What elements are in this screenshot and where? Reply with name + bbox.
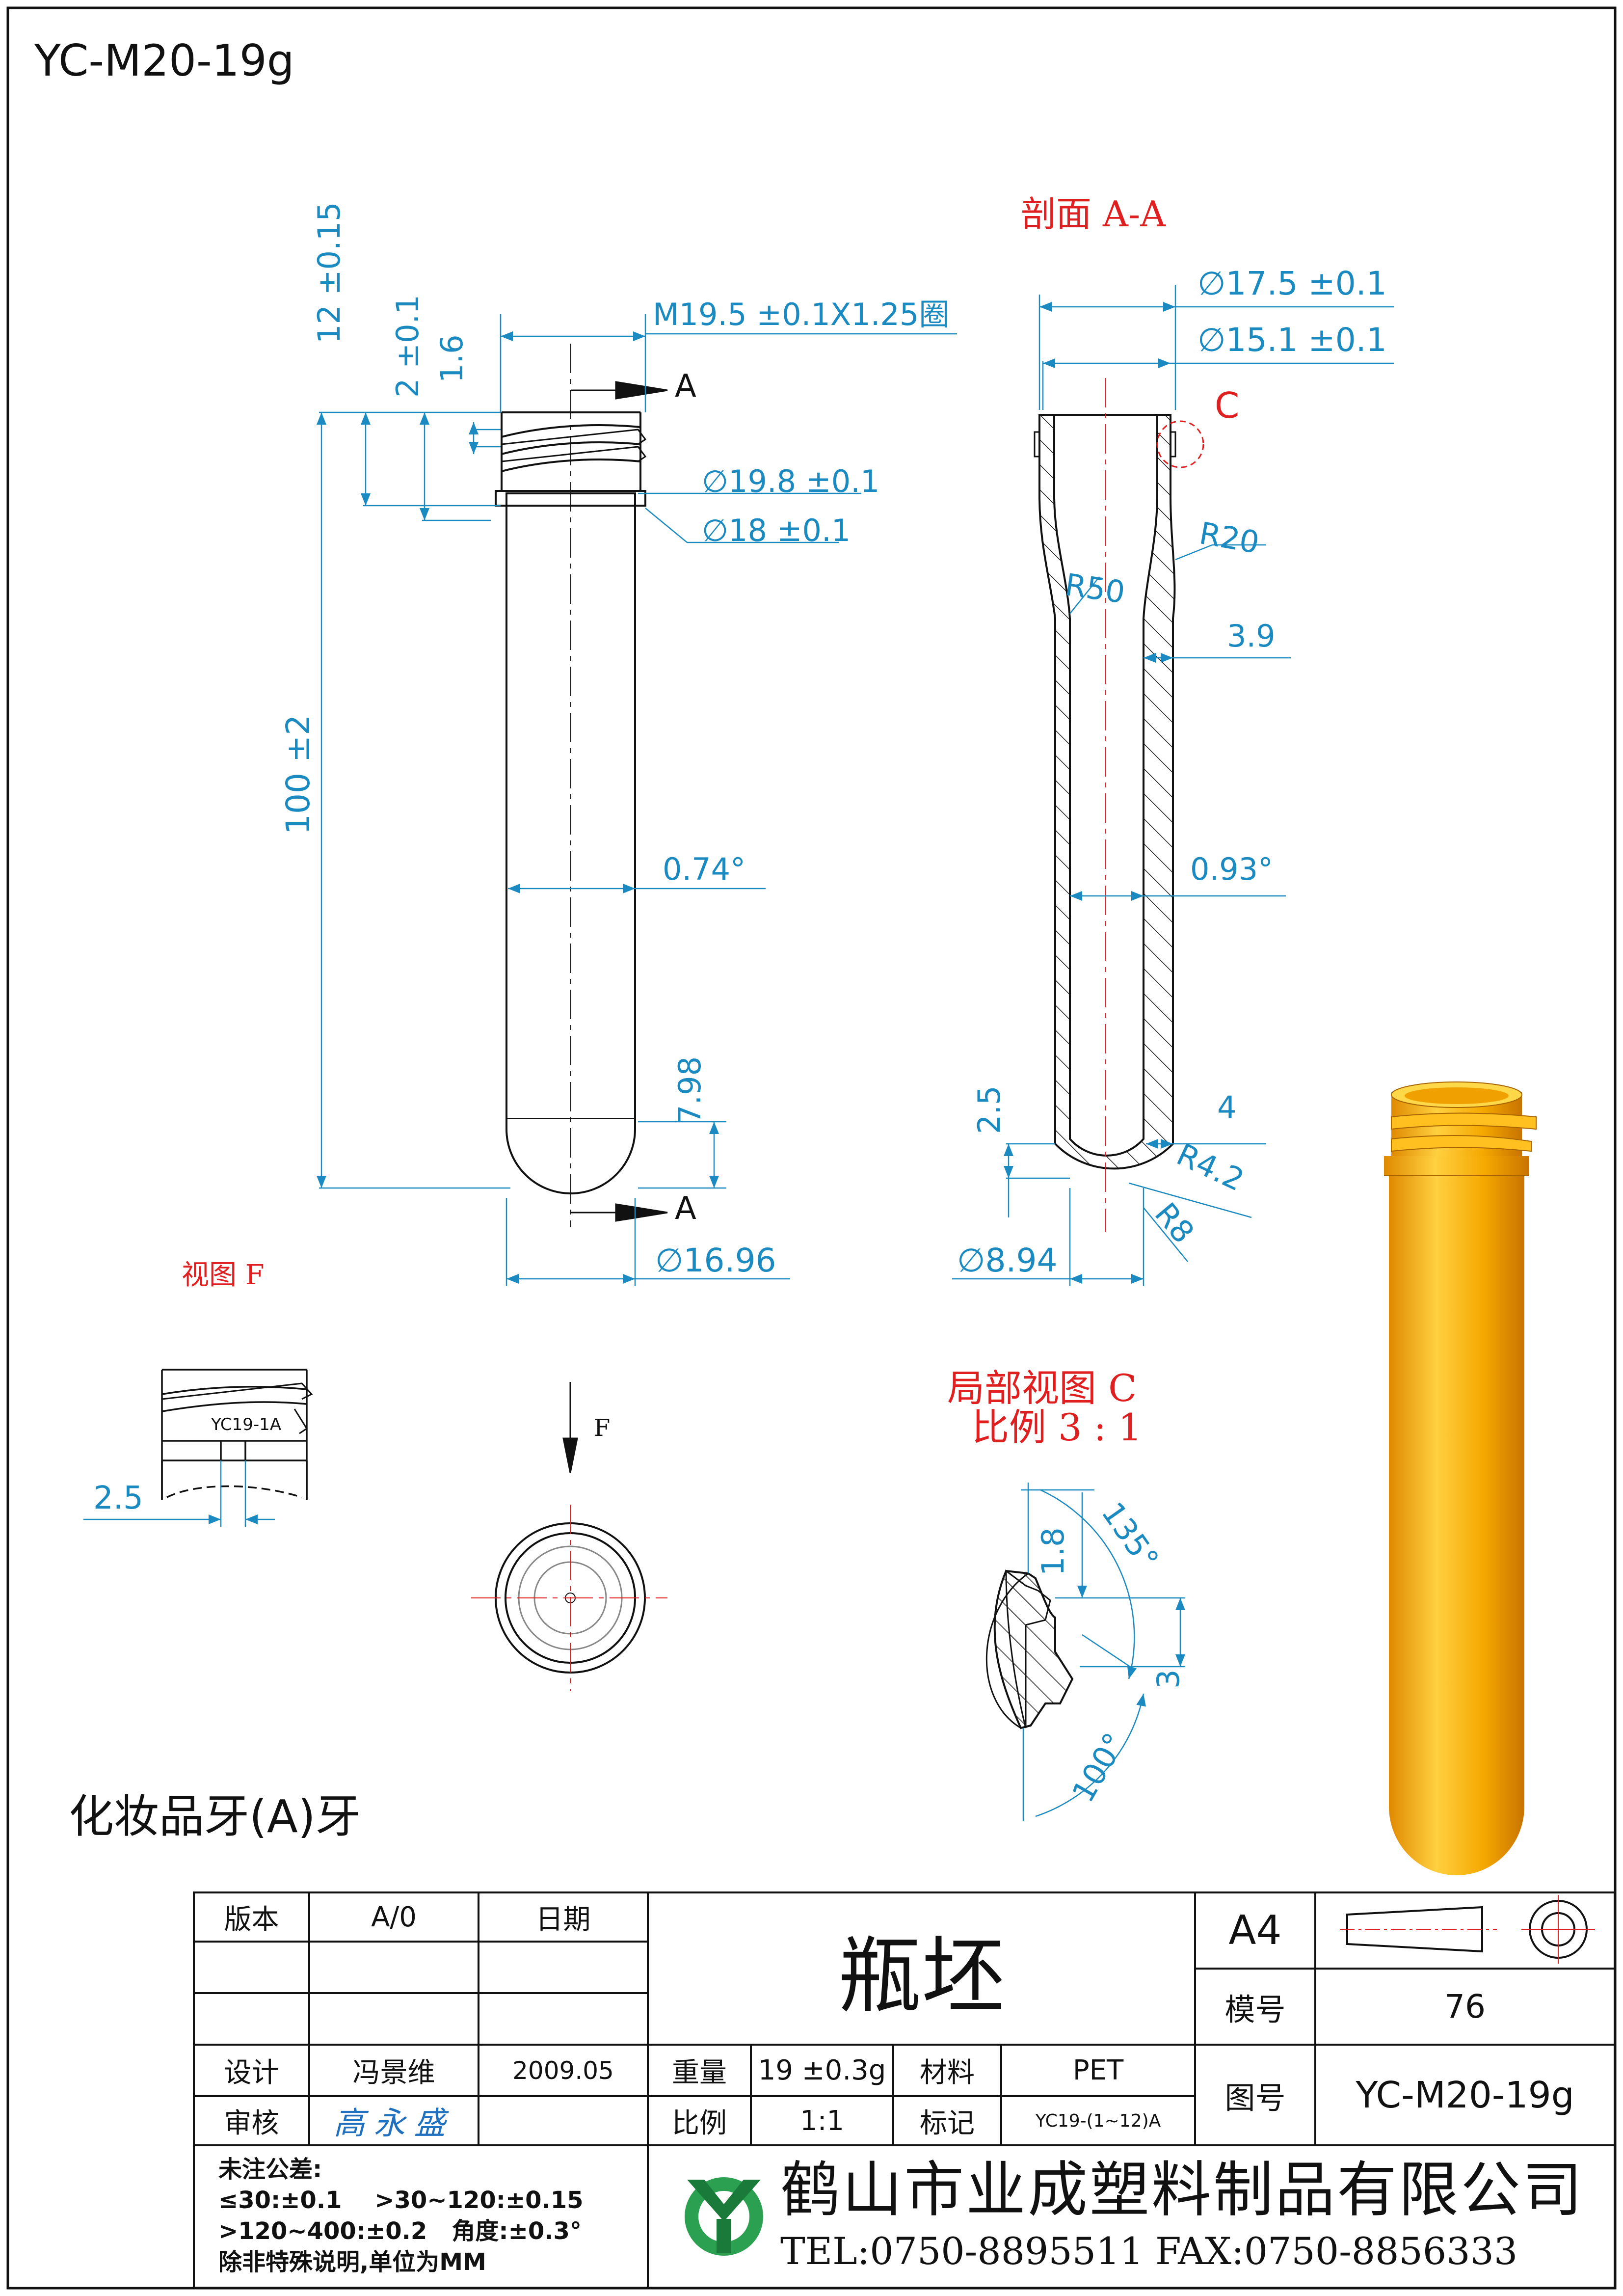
- detail-title: 局部视图 C: [947, 1366, 1137, 1410]
- thread-stamp: YC19-1A: [211, 1415, 282, 1434]
- tb-version-value: A/0: [371, 1901, 417, 1933]
- tb-company-name: 鹤山市业成塑料制品有限公司: [780, 2155, 1584, 2225]
- dim-2: 2 ±0.1: [390, 295, 426, 398]
- detail-c-circle: [1156, 420, 1204, 468]
- dim-dia-19-8: ∅19.8 ±0.1: [702, 463, 880, 499]
- tb-design-label: 设计: [224, 2057, 279, 2089]
- view-f-drawing: [161, 1369, 313, 1500]
- tb-design-date: 2009.05: [512, 2056, 614, 2085]
- tb-date-label: 日期: [535, 1903, 591, 1936]
- tb-weight-label: 重量: [672, 2057, 727, 2089]
- dim-7-98: 7.98: [672, 1056, 708, 1124]
- dim-dia-16-96: ∅16.96: [655, 1242, 776, 1279]
- tb-designer: 冯景维: [352, 2057, 435, 2089]
- dim-2-5: 2.5: [971, 1085, 1007, 1134]
- tb-weight-value: 19 ±0.3g: [758, 2054, 886, 2086]
- drawing-code-header: YC-M20-19g: [34, 35, 294, 86]
- dim-angle-0-74: 0.74°: [663, 851, 746, 887]
- dim-dia-15-1: ∅15.1 ±0.1: [1197, 321, 1387, 359]
- tb-mold-value: 76: [1444, 1988, 1486, 2026]
- tb-part-name: 瓶坯: [838, 1928, 1005, 2025]
- tb-tolerance-line2: >120~400:±0.2 角度:±0.3°: [218, 2217, 582, 2245]
- section-dimension-lines: [952, 285, 1394, 1286]
- tb-review-label: 审核: [224, 2107, 279, 2139]
- tb-material-label: 材料: [920, 2057, 975, 2089]
- dim-r50: R50: [1063, 567, 1127, 611]
- projection-symbol: [1340, 1895, 1595, 1964]
- tb-tolerance-line3: 除非特殊说明,单位为MM: [218, 2248, 486, 2276]
- tb-tolerance-line1: ≤30:±0.1 >30~120:±0.15: [218, 2187, 584, 2214]
- detail-marker-c: C: [1215, 385, 1240, 426]
- dim-100: 100 ±2: [279, 714, 317, 835]
- tb-mold-label: 模号: [1224, 1991, 1286, 2027]
- view-marker-f: F: [594, 1414, 611, 1442]
- preform-3d-render: [1384, 1081, 1537, 1875]
- detail-c-profile: [985, 1569, 1074, 1729]
- dim-1-6: 1.6: [434, 334, 470, 383]
- dim-thread: M19.5 ±0.1X1.25圈: [653, 297, 950, 332]
- detail-c-dimensions: [1021, 1483, 1185, 1821]
- tb-mark-label: 标记: [920, 2107, 975, 2139]
- tb-scale-label: 比例: [672, 2107, 727, 2139]
- f-view-arrow: [562, 1382, 578, 1473]
- caption: 化妆品牙(A)牙: [69, 1790, 361, 1843]
- tb-material-value: PET: [1072, 2054, 1124, 2086]
- exterior-dimension-lines: [317, 314, 957, 1286]
- tb-reviewer-signature: 高永盛: [333, 2106, 454, 2142]
- dim-dia-18: ∅18 ±0.1: [702, 513, 851, 548]
- tb-scale-value: 1:1: [799, 2105, 845, 2137]
- tb-tolerance-title: 未注公差:: [218, 2156, 322, 2183]
- detail-dim-1-8: 1.8: [1035, 1527, 1071, 1576]
- detail-scale: 比例 3 : 1: [972, 1405, 1142, 1449]
- section-marker-a-bottom: A: [675, 1190, 696, 1227]
- section-marker-arrows: [571, 381, 668, 1222]
- dim-dia-17-5: ∅17.5 ±0.1: [1197, 265, 1387, 302]
- tb-version-label: 版本: [224, 1903, 279, 1936]
- tb-drawing-no-value: YC-M20-19g: [1356, 2074, 1574, 2116]
- detail-dim-3: 3: [1150, 1669, 1186, 1689]
- section-title: 剖面 A-A: [1021, 193, 1166, 235]
- title-block-grid: [193, 1891, 1616, 2289]
- dim-angle-0-93: 0.93°: [1190, 851, 1274, 887]
- dim-3-9: 3.9: [1227, 618, 1276, 654]
- tb-drawing-no-label: 图号: [1224, 2080, 1286, 2116]
- tb-mark-value: YC19-(1~12)A: [1035, 2110, 1161, 2131]
- tb-company-contact: TEL:0750-8895511 FAX:0750-8856333: [780, 2229, 1518, 2273]
- view-f-dim-2-5: 2.5: [93, 1480, 143, 1516]
- dim-dia-8-94: ∅8.94: [957, 1242, 1058, 1279]
- dim-12: 12 ±0.15: [311, 202, 347, 344]
- section-marker-a-top: A: [675, 368, 696, 405]
- view-f-dimension: [83, 1460, 275, 1527]
- bottom-view-centerlines: [471, 1505, 667, 1691]
- tb-paper-size: A4: [1228, 1907, 1282, 1954]
- view-f-title: 视图 F: [182, 1259, 265, 1291]
- dim-4: 4: [1217, 1089, 1237, 1125]
- company-logo: [685, 2177, 763, 2256]
